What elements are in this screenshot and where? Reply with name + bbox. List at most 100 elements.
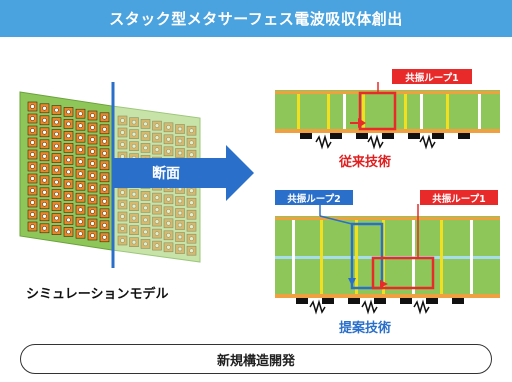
- simulation-model-caption: シミュレーションモデル: [26, 287, 169, 302]
- unit-cell-faded: [117, 235, 128, 246]
- unit-cell-faded-ring: [177, 234, 183, 240]
- unit-cell-faded-ring: [131, 143, 137, 149]
- unit-cell-ring: [42, 214, 47, 219]
- unit-cell-faded-ring: [143, 241, 148, 247]
- unit-cell-ring: [78, 171, 83, 176]
- footer-pill: 新規構造開発: [20, 344, 492, 374]
- unit-cell-faded-ring: [177, 126, 183, 132]
- unit-cell-ring: [42, 166, 47, 171]
- unit-cell-faded: [152, 216, 162, 227]
- resonance-loop-2: [350, 222, 384, 290]
- unit-cell-faded-ring: [120, 214, 125, 219]
- unit-cell-ring: [66, 229, 71, 235]
- unit-cell-ring: [66, 133, 71, 139]
- conventional-chip-row: [300, 133, 470, 139]
- unit-cell-faded-ring: [154, 147, 160, 152]
- unit-cell-faded: [140, 227, 151, 237]
- conventional-vias: [297, 94, 481, 129]
- unit-cell-ring: [30, 164, 35, 169]
- unit-cell-faded-ring: [189, 248, 194, 253]
- unit-cell-faded-ring: [177, 138, 183, 144]
- unit-cell-faded: [129, 189, 139, 199]
- unit-cell-faded-ring: [189, 200, 194, 205]
- unit-cell-faded-ring: [166, 149, 171, 154]
- unit-cell-faded-ring: [189, 212, 194, 217]
- unit-cell-ring: [78, 207, 83, 212]
- unit-cell-faded-ring: [177, 210, 183, 216]
- unit-cell-ring: [30, 212, 35, 217]
- unit-cell-faded-ring: [177, 150, 183, 156]
- unit-cell-faded: [117, 115, 128, 126]
- unit-cell-faded-ring: [154, 243, 160, 248]
- unit-cell-faded: [175, 220, 185, 230]
- unit-cell-faded: [140, 143, 151, 153]
- unit-cell-faded-ring: [166, 209, 171, 214]
- unit-cell-faded: [152, 204, 162, 215]
- unit-cell-faded: [175, 244, 185, 254]
- unit-cell-ring: [30, 116, 35, 121]
- unit-cell-ring: [54, 227, 59, 233]
- unit-cell-faded: [140, 191, 151, 201]
- proposed-cross-section: [275, 204, 500, 315]
- unit-cell-faded-ring: [120, 154, 125, 159]
- unit-cell-ring: [90, 185, 95, 190]
- unit-cell-faded-ring: [177, 222, 183, 228]
- proposed-resistor-marks: [309, 299, 430, 315]
- unit-cell-faded-ring: [166, 221, 171, 226]
- title-banner: スタック型メタサーフェス電波吸収体創出: [0, 0, 512, 37]
- unit-cell-ring: [54, 179, 59, 185]
- unit-cell-ring: [54, 143, 59, 149]
- unit-cell-faded-ring: [177, 246, 183, 252]
- unit-cell-ring: [54, 107, 59, 113]
- unit-cell-ring: [78, 219, 83, 224]
- unit-cell-ring: [102, 139, 107, 144]
- unit-cell-faded-ring: [143, 145, 148, 151]
- unit-cell-faded: [140, 239, 151, 249]
- unit-cell-faded: [129, 129, 139, 139]
- proposed-loop-2-tag: 共振ループ2: [275, 190, 353, 205]
- unit-cell-ring: [90, 161, 95, 166]
- cut-label: 断面: [152, 166, 180, 182]
- unit-cell-faded-ring: [154, 231, 160, 236]
- unit-cell-faded: [163, 194, 174, 205]
- unit-cell-ring: [30, 104, 35, 109]
- unit-cell-ring: [90, 233, 95, 238]
- unit-cell-ring: [102, 187, 107, 192]
- unit-cell-faded: [140, 203, 151, 213]
- unit-cell-ring: [66, 205, 71, 211]
- unit-cell-faded-ring: [131, 227, 137, 233]
- unit-cell-ring: [42, 178, 47, 183]
- unit-cell-ring: [78, 123, 83, 128]
- unit-cell-faded-ring: [166, 233, 171, 238]
- unit-cell-faded: [152, 228, 162, 239]
- unit-cell-ring: [30, 176, 35, 181]
- unit-cell-faded: [186, 125, 197, 136]
- unit-cell-faded-ring: [189, 188, 194, 193]
- unit-cell-faded: [163, 230, 174, 241]
- unit-cell-faded: [117, 139, 128, 150]
- unit-cell-faded: [129, 117, 139, 127]
- unit-cell-ring: [30, 128, 35, 133]
- unit-cell-faded: [140, 119, 151, 129]
- unit-cell-ring: [66, 121, 71, 127]
- unit-cell-ring: [66, 157, 71, 163]
- unit-cell-ring: [54, 215, 59, 221]
- unit-cell-ring: [42, 118, 47, 123]
- unit-cell-ring: [78, 231, 83, 236]
- unit-cell-faded: [129, 213, 139, 223]
- unit-cell-ring: [102, 175, 107, 180]
- unit-cell-faded: [175, 208, 185, 218]
- proposed-loop-1-tag-text: 共振ループ1: [432, 193, 486, 205]
- unit-cell-faded: [163, 146, 174, 157]
- unit-cell-ring: [30, 152, 35, 157]
- unit-cell-ring: [54, 167, 59, 173]
- simulation-model: [19, 82, 201, 268]
- unit-cell-faded-ring: [154, 135, 160, 140]
- proposed-loop-1-tag: 共振ループ1: [420, 190, 498, 205]
- unit-cell-ring: [90, 137, 95, 142]
- unit-cell-faded: [117, 127, 128, 138]
- unit-cell-ring: [102, 151, 107, 156]
- unit-cell-faded: [175, 196, 185, 206]
- unit-cell-ring: [66, 193, 71, 199]
- unit-cell-ring: [102, 211, 107, 216]
